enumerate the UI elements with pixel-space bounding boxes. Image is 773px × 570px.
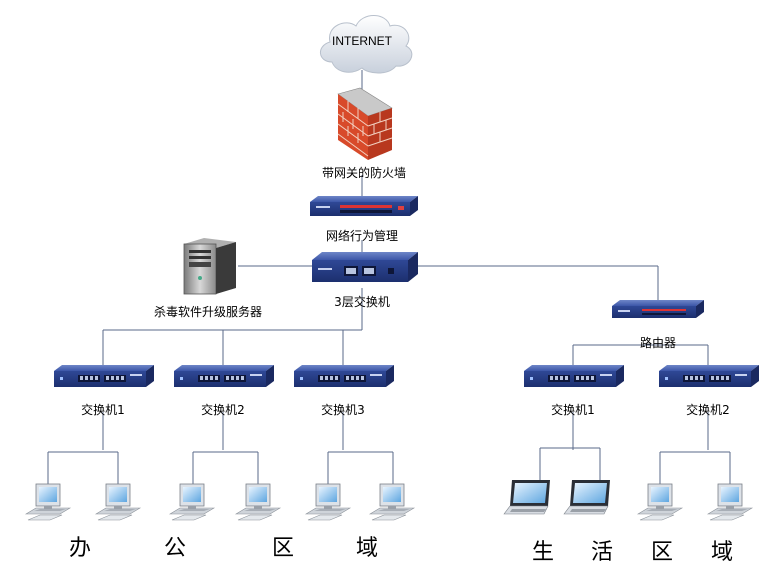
living-switch-1-label: 交换机1 (551, 403, 595, 417)
living-zone-char: 区 (650, 540, 674, 565)
office-switch-3-icon (294, 365, 394, 387)
internet-label: INTERNET (332, 34, 392, 48)
office-zone-char: 公 (163, 536, 187, 561)
desktop-pc-icon (25, 483, 71, 521)
firewall-icon (337, 87, 393, 160)
desktop-pc-icon (169, 483, 215, 521)
office-switch-1-label: 交换机1 (81, 403, 125, 417)
antivirus-server-label: 杀毒软件升级服务器 (153, 305, 263, 319)
internet-cloud-icon (320, 15, 413, 74)
office-switch-2-label: 交换机2 (201, 403, 245, 417)
living-switch-2-label: 交换机2 (686, 403, 730, 417)
firewall-label: 带网关的防火墙 (321, 166, 407, 180)
core-switch-label: 3层交换机 (334, 295, 390, 309)
behavior-management-label: 网络行为管理 (325, 229, 399, 243)
core-switch-icon (312, 252, 418, 282)
desktop-pc-icon (369, 483, 415, 521)
office-switch-3-label: 交换机3 (321, 403, 365, 417)
living-zone-char: 生 (531, 540, 555, 565)
behavior-management-device-icon (310, 196, 418, 216)
desktop-pc-icon (95, 483, 141, 521)
office-switch-2-icon (174, 365, 274, 387)
laptop-icon (503, 479, 551, 515)
laptop-icon (563, 479, 611, 515)
office-zone-char: 办 (68, 536, 92, 561)
router-icon (612, 300, 704, 318)
office-switch-1-icon (54, 365, 154, 387)
office-zone-char: 域 (355, 536, 379, 561)
connection-lines (47, 70, 731, 485)
desktop-pc-icon (305, 483, 351, 521)
office-zone-char: 区 (271, 536, 295, 561)
antivirus-server-icon (183, 238, 236, 295)
desktop-pc-icon (637, 483, 683, 521)
living-zone-char: 域 (710, 540, 734, 565)
router-label: 路由器 (639, 336, 677, 350)
desktop-pc-icon (707, 483, 753, 521)
living-zone-char: 活 (590, 540, 614, 565)
living-switch-1-icon (524, 365, 624, 387)
desktop-pc-icon (235, 483, 281, 521)
living-switch-2-icon (659, 365, 759, 387)
